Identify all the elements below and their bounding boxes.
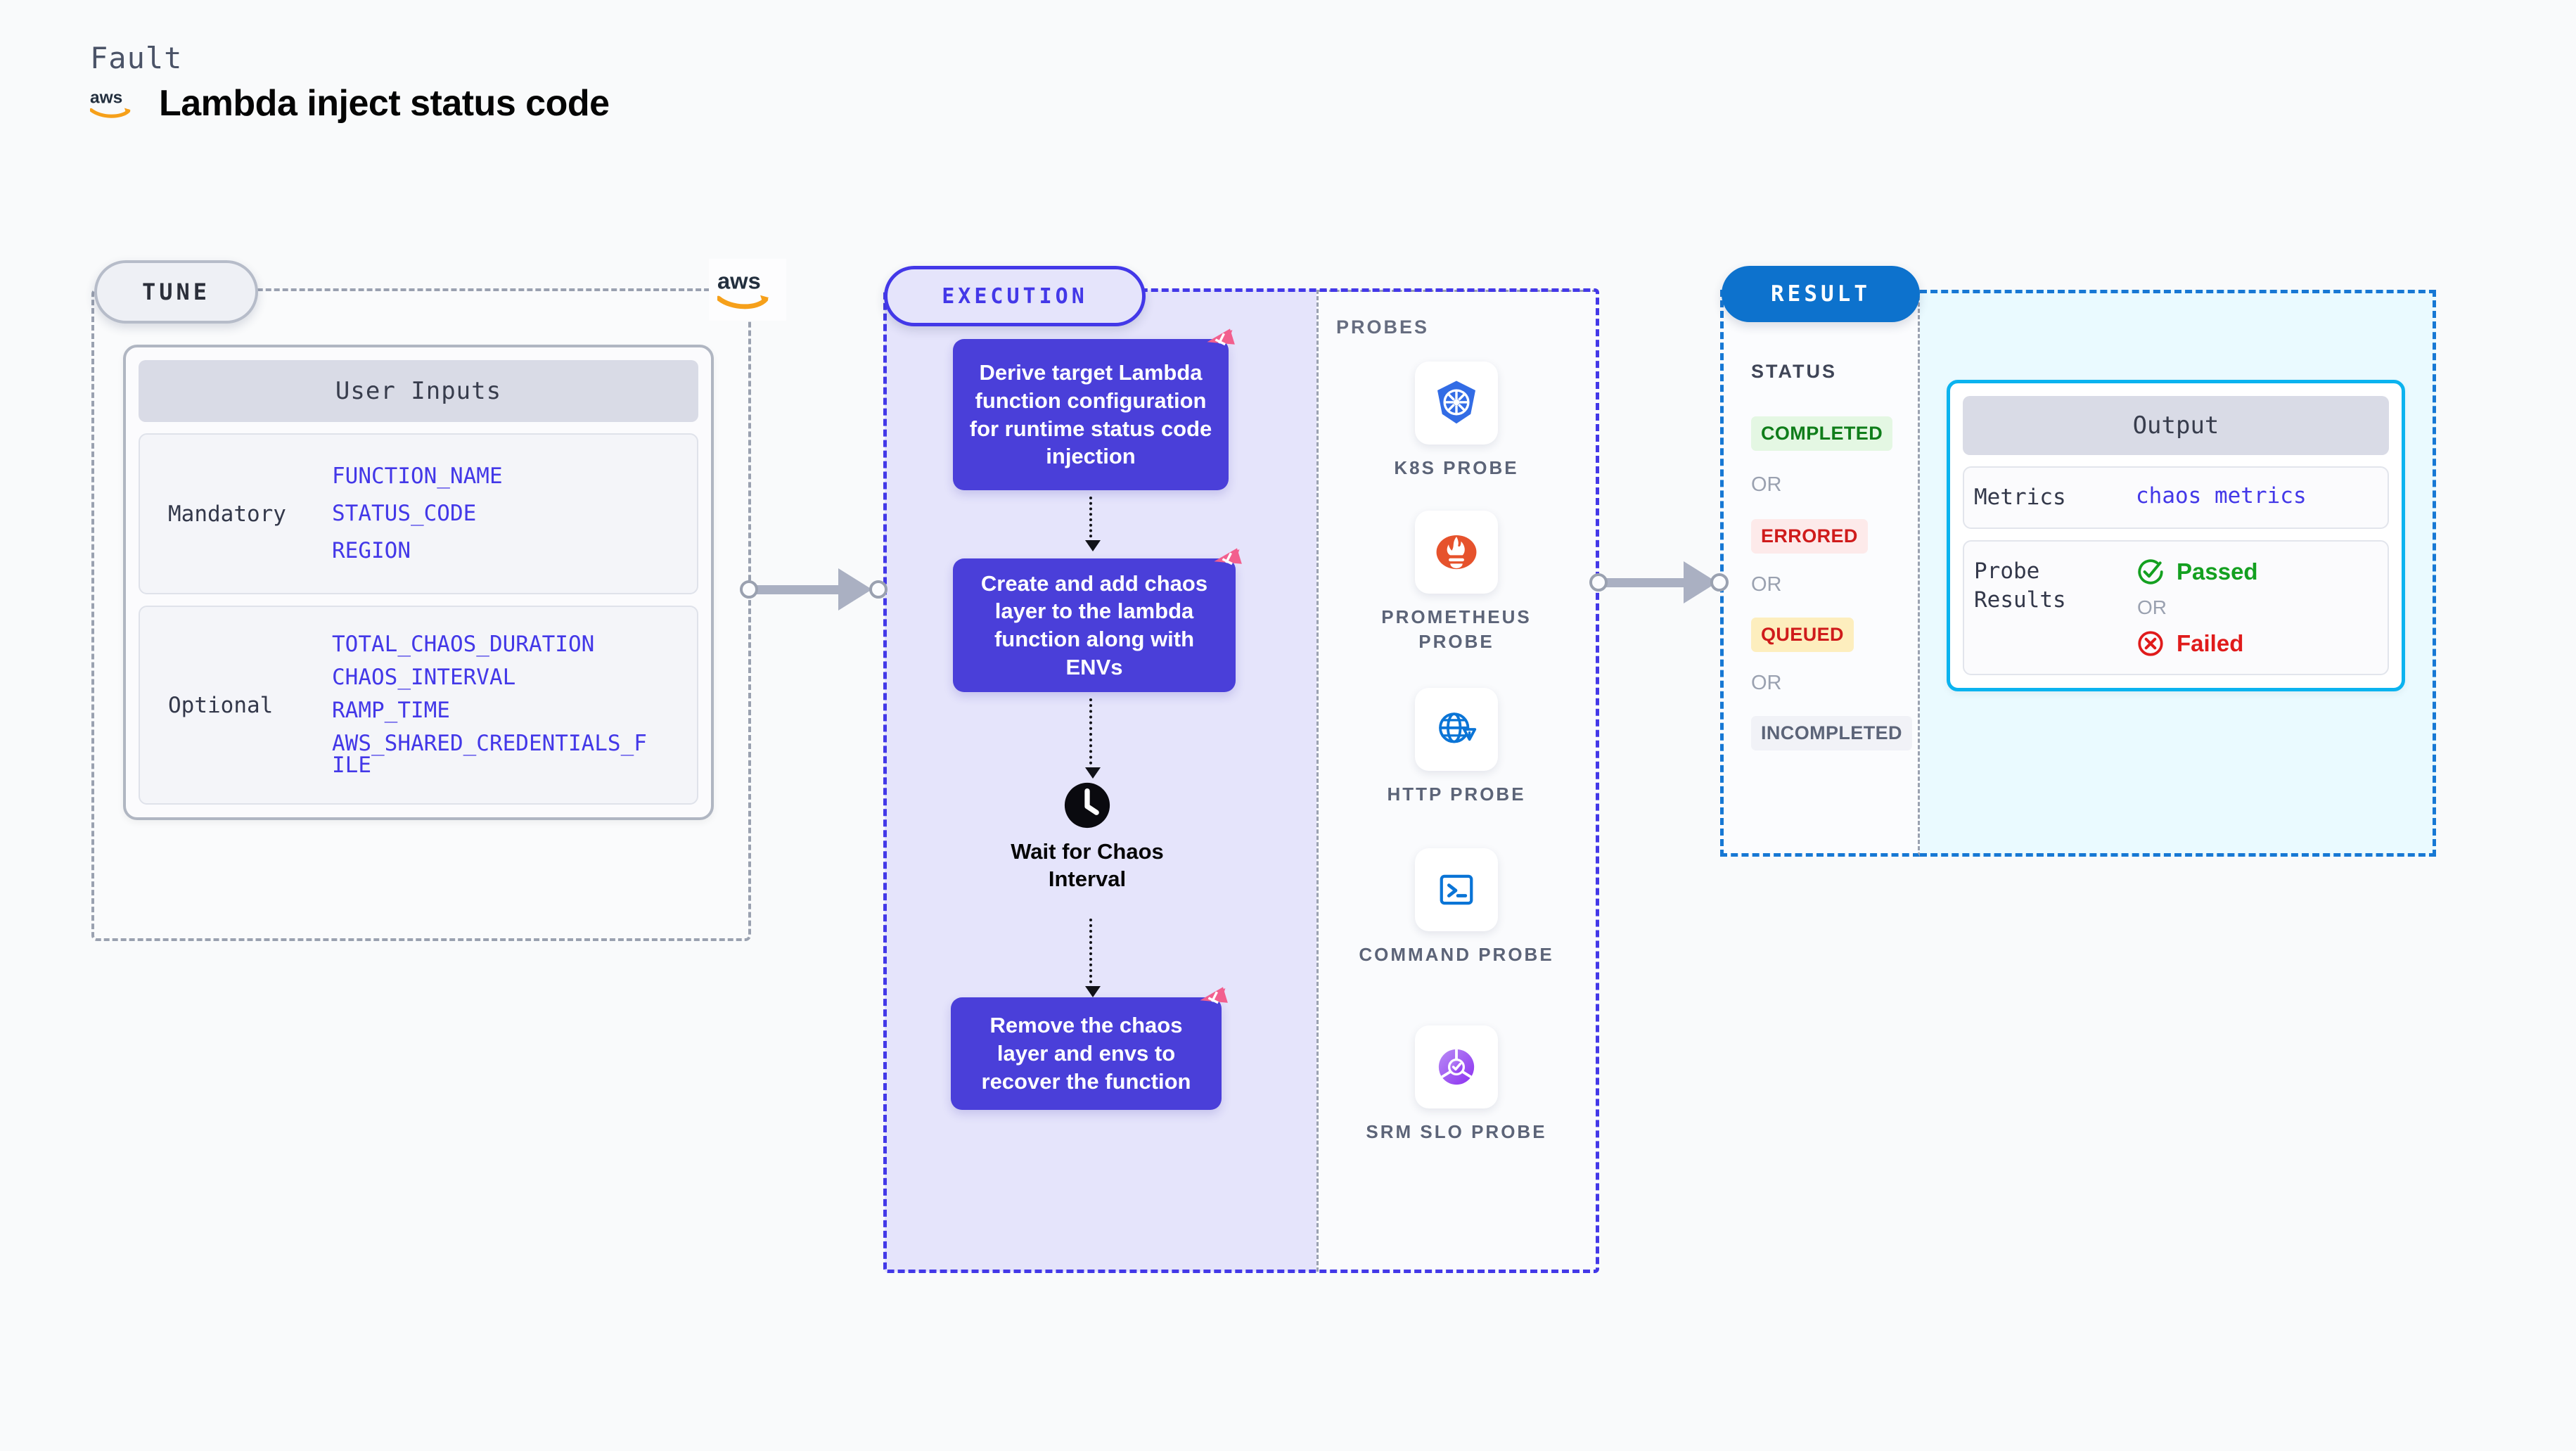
probe-result-or: OR: [2137, 596, 2167, 618]
status-or-3: OR: [1751, 672, 1782, 694]
prometheus-icon-box: [1415, 511, 1498, 594]
status-title: STATUS: [1751, 361, 1837, 382]
status-badge-completed: COMPLETED: [1751, 416, 1893, 451]
aws-corner-logo: aws: [709, 259, 786, 321]
input-ramp-time: RAMP_TIME: [332, 698, 450, 723]
output-row-probe-results: Probe Results Passed OR Failed: [1963, 539, 2389, 675]
tune-pill-label: TUNE: [94, 260, 258, 324]
command-icon-box: [1415, 848, 1498, 931]
probes-title: PROBES: [1336, 317, 1430, 338]
litmus-logo-icon: [1200, 987, 1228, 1004]
status-badge-errored: ERRORED: [1751, 519, 1868, 554]
user-inputs-card: User Inputs Mandatory FUNCTION_NAME STAT…: [123, 345, 714, 820]
status-badge-queued: QUEUED: [1751, 618, 1854, 652]
output-card-title: Output: [1963, 396, 2389, 455]
svg-text:aws: aws: [90, 88, 122, 107]
result-status-panel: [1720, 290, 1920, 857]
probe-result-failed: Failed: [2136, 629, 2378, 658]
execution-arrow-1: [1085, 497, 1101, 551]
execution-arrow-2: [1085, 698, 1101, 779]
kubernetes-icon-box: [1415, 362, 1498, 445]
litmus-logo-icon: [1214, 548, 1242, 565]
input-total-chaos-duration: TOTAL_CHAOS_DURATION: [332, 632, 595, 657]
check-circle-icon: [2138, 559, 2163, 584]
svg-text:aws: aws: [717, 268, 761, 293]
result-pill-label: RESULT: [1722, 266, 1920, 322]
input-region: REGION: [332, 538, 411, 563]
input-aws-shared-credentials-file: AWS_SHARED_CREDENTIALS_FILE: [332, 731, 647, 778]
probe-item-k8s[interactable]: K8S PROBE: [1351, 362, 1562, 480]
http-globe-icon: [1439, 712, 1477, 743]
mandatory-inputs-group: Mandatory FUNCTION_NAME STATUS_CODE REGI…: [139, 433, 698, 594]
probe-label-command: COMMAND PROBE: [1359, 944, 1554, 965]
optional-label: Optional: [168, 692, 274, 718]
metrics-value: chaos metrics: [2136, 483, 2307, 509]
execution-step-2: Create and add chaos layer to the lambda…: [953, 548, 1242, 692]
mandatory-label: Mandatory: [168, 501, 286, 527]
fault-label: Fault: [90, 41, 183, 75]
probe-item-srm-slo[interactable]: SRM SLO PROBE: [1351, 1025, 1562, 1144]
wait-for-chaos-node: Wait for Chaos Interval: [982, 781, 1193, 893]
page-header: Fault aws Lambda inject status code: [90, 41, 610, 124]
probe-passed-label: Passed: [2177, 558, 2258, 584]
execution-panel: [883, 288, 1599, 1273]
wait-for-chaos-label: Wait for Chaos Interval: [1011, 839, 1164, 891]
optional-inputs-group: Optional TOTAL_CHAOS_DURATION CHAOS_INTE…: [139, 606, 698, 805]
terminal-icon: [1440, 874, 1473, 905]
input-chaos-interval: CHAOS_INTERVAL: [332, 665, 516, 690]
page-title: Lambda inject status code: [159, 83, 610, 124]
execution-step-1: Derive target Lambda function configurat…: [953, 328, 1235, 490]
srm-slo-icon-box: [1415, 1025, 1498, 1108]
probe-label-http: HTTP PROBE: [1387, 784, 1526, 805]
http-icon-box: [1415, 688, 1498, 771]
connector-execution-to-result: [1589, 561, 1729, 603]
output-card: Output Metrics chaos metrics Probe Resul…: [1947, 380, 2405, 691]
connector-tune-to-execution: [740, 568, 887, 611]
probe-label-srm-slo: SRM SLO PROBE: [1366, 1121, 1547, 1142]
execution-arrow-3: [1085, 919, 1101, 997]
status-badge-incompleted: INCOMPLETED: [1751, 716, 1912, 750]
probe-failed-label: Failed: [2177, 629, 2244, 656]
probe-label-k8s: K8S PROBE: [1394, 457, 1519, 478]
execution-step-3-text: Remove the chaos layer and envs to recov…: [981, 1013, 1191, 1094]
input-status-code: STATUS_CODE: [332, 501, 477, 526]
input-function-name: FUNCTION_NAME: [332, 464, 503, 489]
probe-results-label: Probe Results: [1974, 558, 2066, 613]
probe-item-prometheus[interactable]: PROMETHEUS PROBE: [1351, 511, 1562, 654]
clock-icon: [1064, 782, 1110, 829]
execution-step-3: Remove the chaos layer and envs to recov…: [951, 987, 1228, 1110]
probe-label-prometheus: PROMETHEUS PROBE: [1381, 606, 1532, 653]
execution-pill-label: EXECUTION: [884, 266, 1146, 326]
status-or-1: OR: [1751, 473, 1782, 496]
execution-step-2-text: Create and add chaos layer to the lambda…: [980, 570, 1208, 679]
status-or-2: OR: [1751, 573, 1782, 596]
execution-step-1-text: Derive target Lambda function configurat…: [969, 360, 1212, 469]
probe-result-passed: Passed: [2136, 557, 2378, 587]
x-circle-icon: [2138, 631, 2163, 656]
kubernetes-icon: [1437, 381, 1475, 424]
probe-item-command[interactable]: COMMAND PROBE: [1351, 848, 1562, 967]
aws-logo-icon: aws: [90, 88, 131, 118]
prometheus-icon: [1436, 535, 1477, 570]
user-inputs-title: User Inputs: [139, 360, 698, 422]
metrics-label: Metrics: [1974, 485, 2066, 510]
probe-item-http[interactable]: HTTP PROBE: [1351, 688, 1562, 807]
litmus-logo-icon: [1207, 328, 1235, 346]
srm-slo-icon: [1438, 1049, 1475, 1085]
output-row-metrics: Metrics chaos metrics: [1963, 466, 2389, 529]
